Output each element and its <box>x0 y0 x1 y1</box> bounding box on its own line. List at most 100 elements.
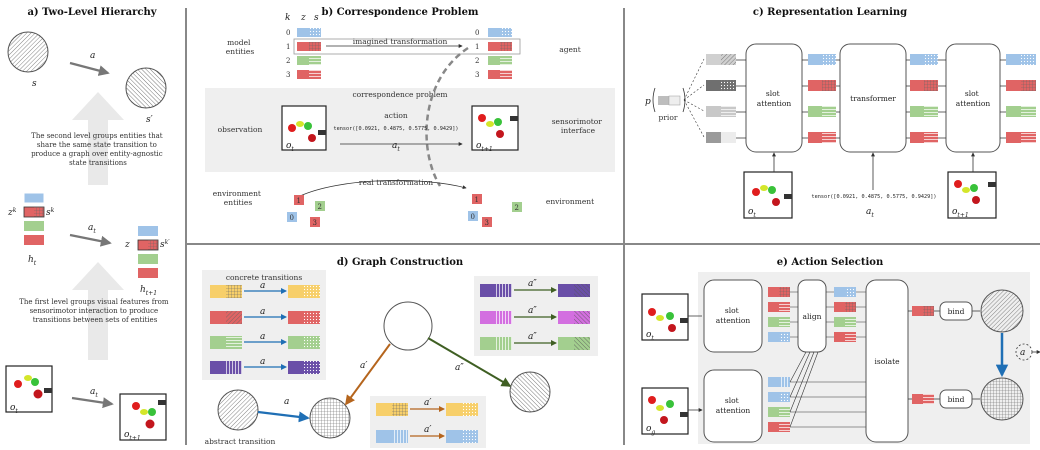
observation-ot <box>5 365 53 413</box>
action-tensor: tensor([0.0921, 0.4875, 0.5775, 0.9429]) <box>334 126 459 132</box>
orange-a-prime-2: a′ <box>424 425 431 435</box>
slot-attention-1-box <box>745 43 803 153</box>
svg-text:3: 3 <box>313 219 317 227</box>
ot-e-label: ot <box>646 330 654 342</box>
orange-transition-rows <box>376 403 478 443</box>
col-z-label: z <box>300 13 306 23</box>
svg-text:2: 2 <box>515 204 519 212</box>
hub-circle <box>383 301 433 351</box>
svg-text:3: 3 <box>475 71 479 79</box>
abstract-blue-arrow <box>257 410 310 423</box>
zk-label: zk <box>7 207 17 218</box>
env-entities-label: environment entities <box>213 189 264 207</box>
entity-stack-ht1 <box>137 226 159 278</box>
svg-text:1: 1 <box>475 196 479 204</box>
svg-text:2: 2 <box>286 57 290 65</box>
green-a-double-1: a″ <box>528 279 537 289</box>
state-s-prime-label: s′ <box>146 115 153 125</box>
svg-text:0: 0 <box>290 214 294 222</box>
slot-attention-2-label: slot attention <box>956 89 991 108</box>
observation-e-ot <box>641 293 689 341</box>
at-label-lower: at <box>90 387 98 399</box>
transformer-box <box>839 43 907 153</box>
panel-a: a) Two-Level Hierarchy s a s′ The second… <box>5 7 170 442</box>
sensorimotor-label: sensorimotor interface <box>552 117 605 135</box>
slots-after-sa2 <box>1006 54 1036 143</box>
at-c-label: at <box>866 207 874 219</box>
observation-label: observation <box>218 125 263 134</box>
slot-flow-arrows <box>736 59 1006 139</box>
ht-label: ht <box>28 255 37 267</box>
align-label: align <box>803 312 822 321</box>
panel-c: c) Representation Learning p prior slot … <box>645 7 1036 219</box>
prior-fan-lines <box>683 58 705 138</box>
sk2-label: sk′ <box>160 239 170 250</box>
align-box <box>797 279 827 353</box>
action-tensor-c: tensor([0.0921, 0.4875, 0.5775, 0.9429]) <box>812 194 937 200</box>
right-target-circle <box>509 371 551 413</box>
a-double-prime-label: a″ <box>455 363 464 373</box>
model-entities-left: 0 1 2 3 <box>286 28 321 79</box>
ot1-c-label: ot+1 <box>952 207 969 219</box>
green-a-double-2: a″ <box>528 306 537 316</box>
prior-slots <box>706 54 736 143</box>
panel-e: e) Action Selection ot og slot attention <box>641 257 1040 444</box>
isolated-slots <box>912 306 934 404</box>
a-label-2: a <box>260 307 265 317</box>
transformer-label: transformer <box>850 94 896 103</box>
model-entities-right: 0 1 2 3 <box>475 28 512 79</box>
slots-e-top <box>768 287 790 342</box>
hub-to-target-arrow <box>345 343 391 406</box>
slot-attention-e1-box <box>703 279 763 353</box>
svg-text:0: 0 <box>475 29 479 37</box>
slot-attention-2-box <box>945 43 1001 153</box>
slot-attention-e1-label: slot attention <box>716 306 751 325</box>
bind-box-1 <box>939 301 973 321</box>
env-entities-right: 1 2 0 3 <box>468 194 522 227</box>
isolate-label: isolate <box>874 357 900 366</box>
hierarchy-arrow-lower <box>72 262 124 360</box>
slots-e-aligned <box>834 287 856 342</box>
sensorimotor-band <box>205 88 615 172</box>
action-output-label: a <box>1020 348 1025 358</box>
abstract-transition-label: abstract transition <box>205 437 276 446</box>
imagined-label: imagined transformation <box>353 37 448 46</box>
ht1-label: ht+1 <box>140 285 157 297</box>
panel-a-title: a) Two-Level Hierarchy <box>27 7 157 18</box>
correspondence-dashed-arc <box>425 46 469 187</box>
action-a-arrow <box>69 61 110 76</box>
action-a-label: a <box>90 51 95 61</box>
at-arrow-lower <box>71 396 114 409</box>
correspondence-label: correspondence problem <box>352 90 447 99</box>
a-label-3: a <box>260 332 265 342</box>
ot1-label: ot+1 <box>124 430 141 442</box>
bind-input-arrows <box>908 310 980 400</box>
svg-text:1: 1 <box>286 43 290 51</box>
prior-glyph <box>652 87 686 113</box>
at-arrow-upper <box>69 233 112 247</box>
agent-label: agent <box>559 45 581 54</box>
lower-explanation: The first level groups visual features f… <box>19 298 170 324</box>
a-prime-label: a′ <box>360 361 367 371</box>
isolate-input-lines <box>790 291 866 428</box>
slots-after-transformer <box>910 54 938 143</box>
env-entities-left: 1 2 0 3 <box>287 195 325 227</box>
state-s-circle <box>7 31 49 73</box>
ot-b-label: ot <box>286 141 294 153</box>
a-label-4: a <box>260 357 265 367</box>
observation-c-ot <box>743 171 793 219</box>
a-label-1: a <box>260 281 265 291</box>
ot1-b-label: ot+1 <box>476 141 493 153</box>
upper-explanation: The second level groups entities that sh… <box>31 132 165 167</box>
slots-e-bottom <box>768 377 790 432</box>
svg-text:1: 1 <box>297 197 301 205</box>
panel-e-title: e) Action Selection <box>777 257 884 268</box>
observation-b-ot <box>281 105 327 151</box>
og-e-label: og <box>646 424 655 436</box>
entity-stack-ht <box>23 192 45 245</box>
svg-text:2: 2 <box>318 203 322 211</box>
at-label-upper: at <box>88 223 96 235</box>
ot-label: ot <box>10 403 18 415</box>
environment-label: environment <box>546 197 594 206</box>
